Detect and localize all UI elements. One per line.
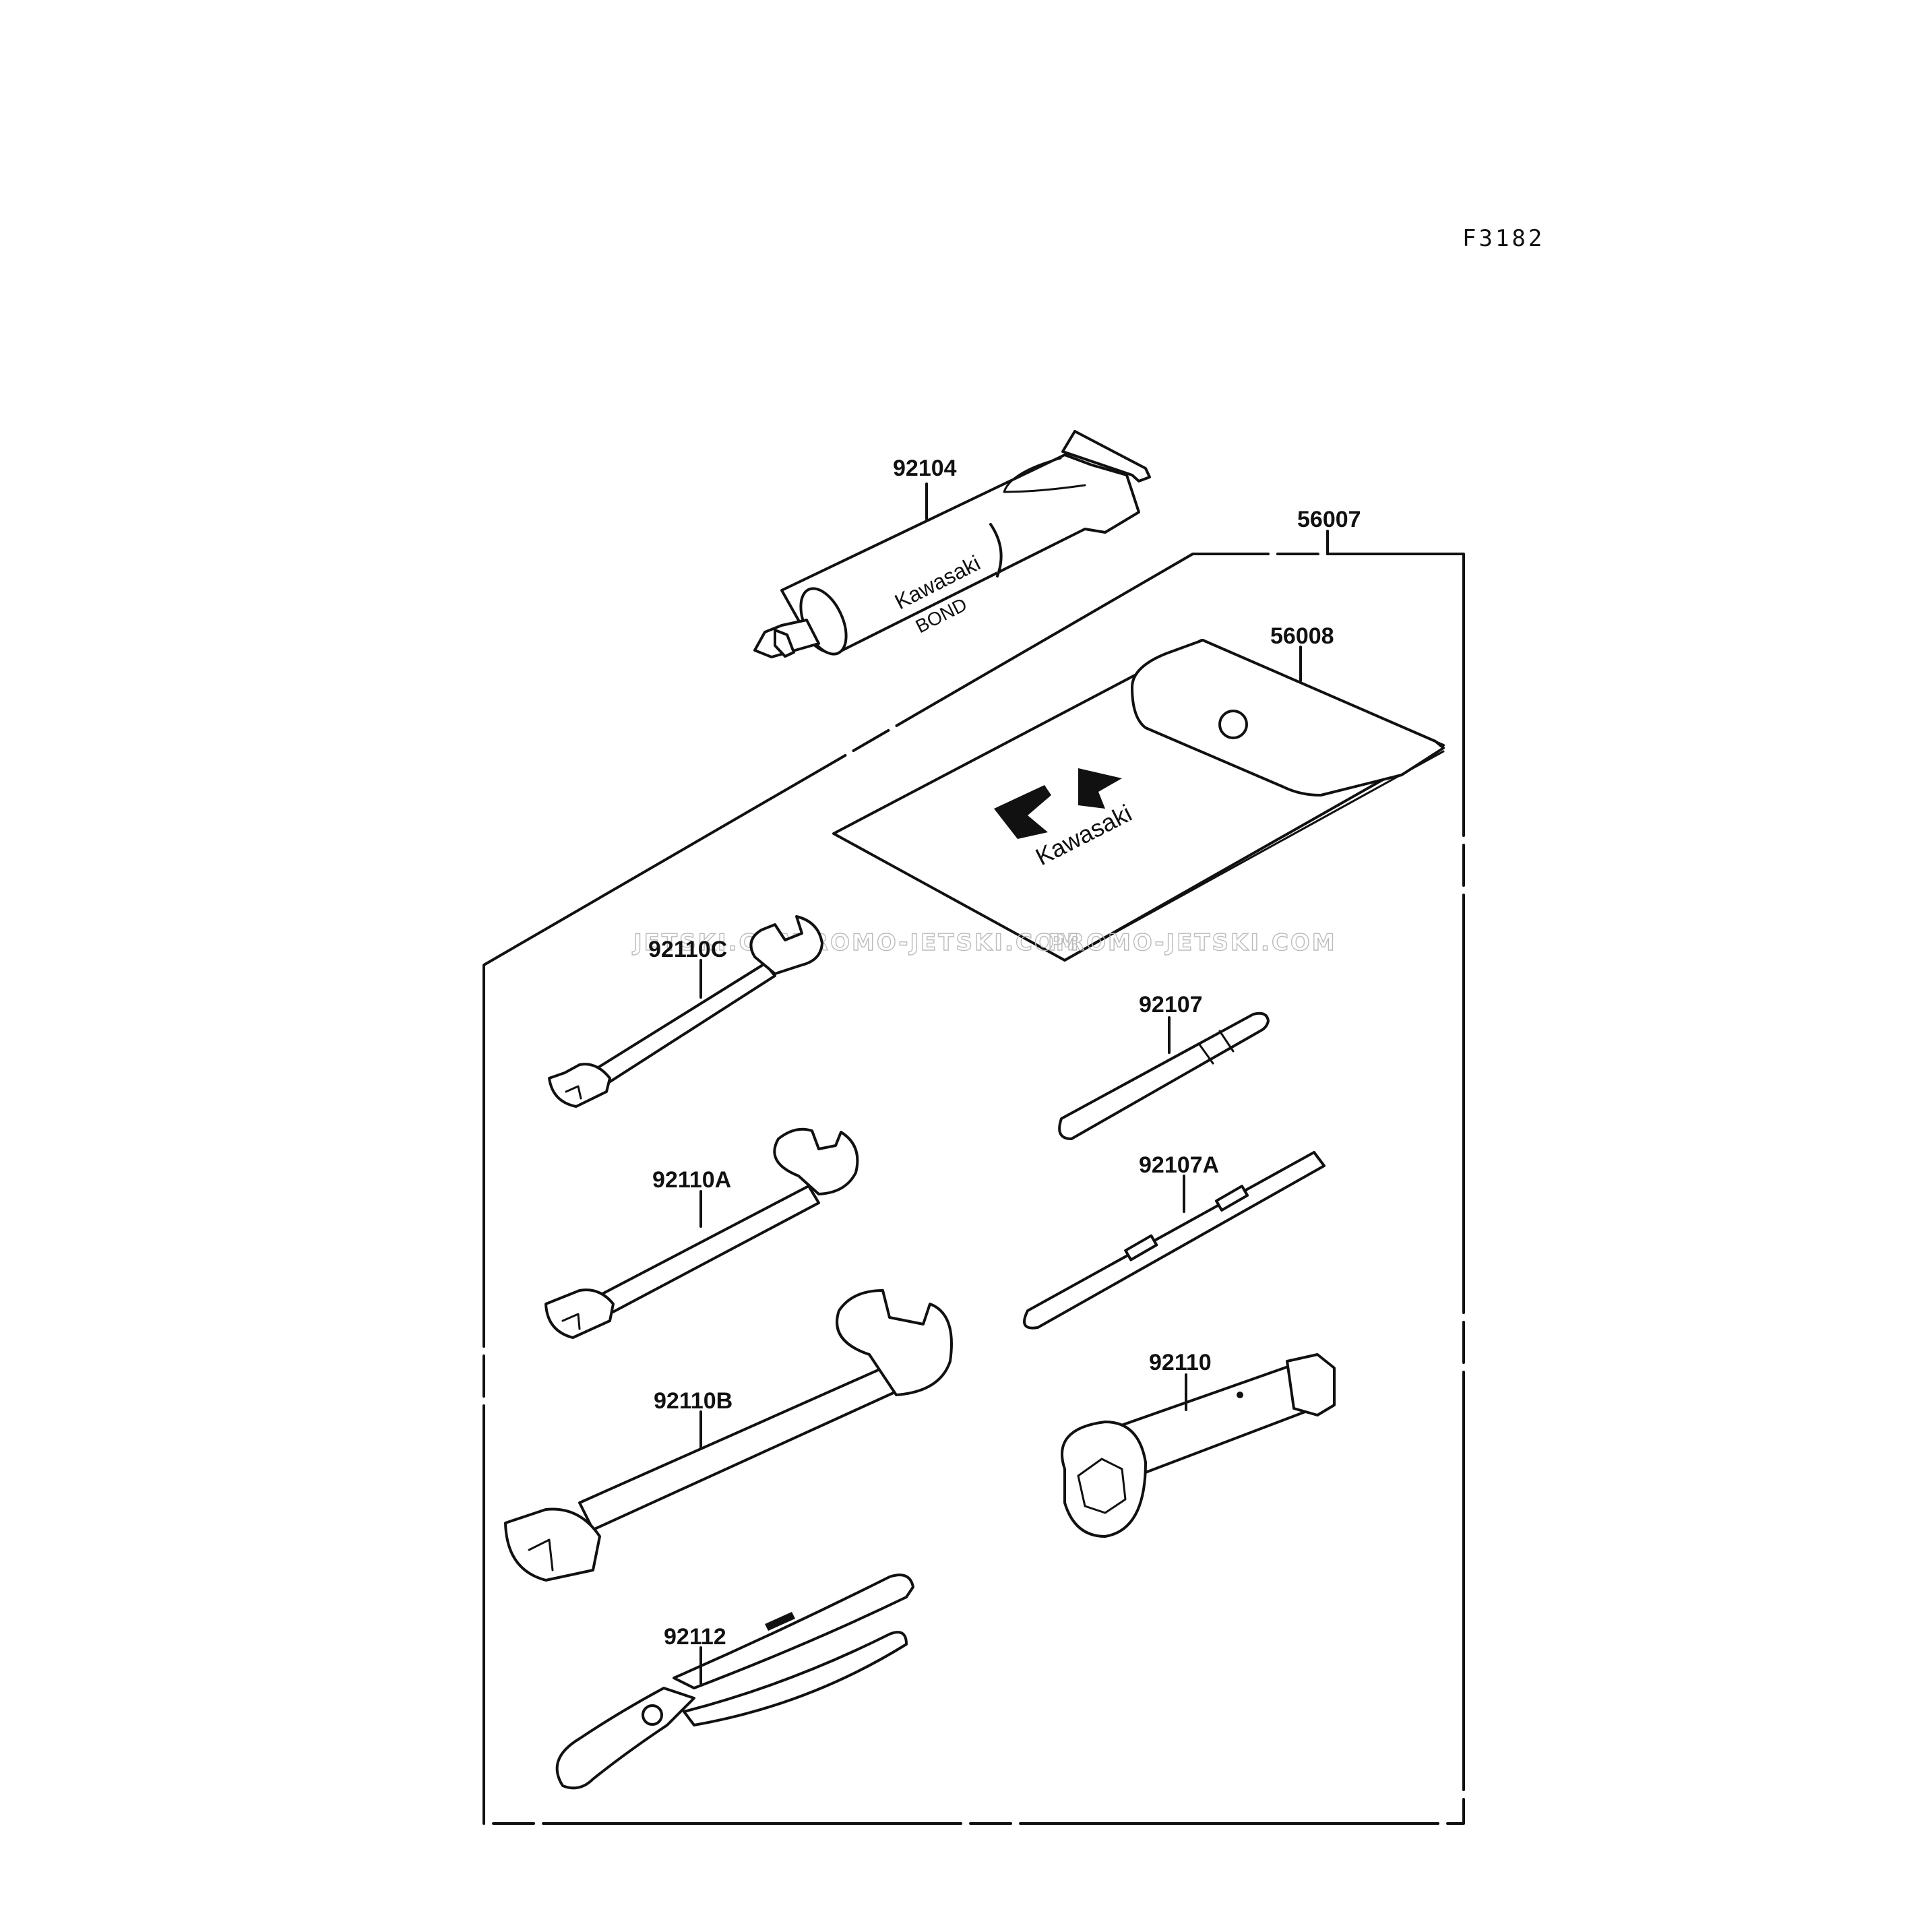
wrench-medium: 92110A bbox=[544, 1127, 859, 1339]
figure-code: F3182 bbox=[1462, 225, 1545, 252]
pliers: 92112 bbox=[555, 1573, 914, 1790]
tool-kit-outline: 56007 bbox=[482, 507, 1465, 1825]
watermark: JETSKI.COM PROMO-JETSKI.COM PROMO-JETSKI… bbox=[631, 929, 1337, 956]
wrench-small: 92110C bbox=[548, 915, 823, 1108]
plug-wrench-number: 92110 bbox=[1149, 1350, 1212, 1375]
wrench-large: 92110B bbox=[504, 1289, 953, 1582]
bond-tube: Kawasaki BOND 92104 bbox=[753, 430, 1151, 658]
wrench-small-number: 92110C bbox=[648, 937, 727, 962]
wrench-large-number: 92110B bbox=[654, 1388, 733, 1414]
watermark-mid: PROMO-JETSKI.COM bbox=[792, 929, 1081, 956]
screwdriver-bit-number: 92107 bbox=[1139, 992, 1203, 1018]
screwdriver-bit: 92107 bbox=[1058, 992, 1270, 1140]
pliers-number: 92112 bbox=[664, 1624, 726, 1650]
bond-tube-number: 92104 bbox=[893, 456, 957, 481]
plug-wrench: 92110 bbox=[1061, 1350, 1336, 1538]
tool-bag: Kawasaki 56008 bbox=[832, 623, 1445, 962]
screwdriver-handle: 92107A bbox=[1023, 1151, 1326, 1330]
tool-kit-number: 56007 bbox=[1297, 507, 1361, 532]
tool-bag-number: 56008 bbox=[1270, 623, 1334, 649]
screwdriver-handle-number: 92107A bbox=[1139, 1152, 1219, 1178]
wrench-medium-number: 92110A bbox=[652, 1167, 731, 1193]
watermark-right: PROMO-JETSKI.COM bbox=[1048, 929, 1337, 956]
